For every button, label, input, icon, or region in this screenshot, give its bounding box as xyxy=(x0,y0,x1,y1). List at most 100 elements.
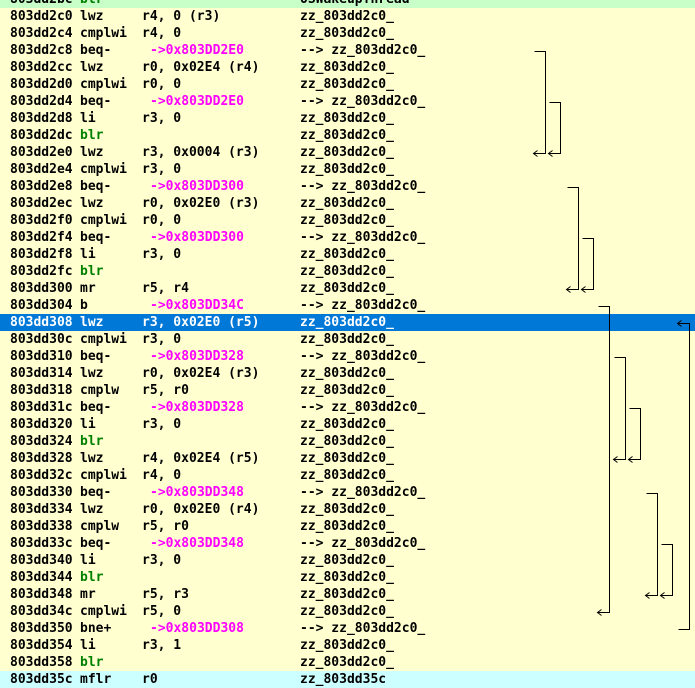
symbol-cell: zz_803dd2c0_ xyxy=(300,26,394,41)
symbol-cell: zz_803dd2c0_ xyxy=(300,128,394,143)
address-cell: 803dd328 xyxy=(10,451,73,466)
symbol-cell: zz_803dd2c0_ xyxy=(300,451,394,466)
instruction-row[interactable]: 803dd328 lwz r4, 0x02E4 (r5) zz_803dd2c0_ xyxy=(0,450,695,467)
branch-target-cell[interactable]: ->0x803DD328 xyxy=(150,400,244,415)
mnemonic-cell: cmplw xyxy=(80,519,120,534)
address-cell: 803dd2c0 xyxy=(10,9,73,24)
operands-cell: r5, r0 xyxy=(142,519,189,534)
mnemonic-cell: beq- xyxy=(80,536,112,551)
branch-target-cell[interactable]: ->0x803DD348 xyxy=(150,485,244,500)
operands-cell: r4, 0 xyxy=(142,26,182,41)
branch-target-cell[interactable]: ->0x803DD328 xyxy=(150,349,244,364)
mnemonic-cell: blr xyxy=(80,128,104,143)
operands-cell: r3, 0 xyxy=(142,111,182,126)
mnemonic-cell: lwz xyxy=(80,196,104,211)
branch-target-cell[interactable]: ->0x803DD308 xyxy=(150,621,244,636)
address-cell: 803dd35c xyxy=(10,672,73,687)
mnemonic-cell: beq- xyxy=(80,43,112,58)
instruction-row[interactable]: 803dd2c4 cmplwi r4, 0 zz_803dd2c0_ xyxy=(0,25,695,42)
mnemonic-cell: beq- xyxy=(80,485,112,500)
address-cell: 803dd340 xyxy=(10,553,73,568)
address-cell: 803dd30c xyxy=(10,332,73,347)
address-cell: 803dd310 xyxy=(10,349,73,364)
branch-target-cell[interactable]: ->0x803DD300 xyxy=(150,179,244,194)
branch-target-cell[interactable]: ->0x803DD2E0 xyxy=(150,94,244,109)
symbol-cell: zz_803dd2c0_ xyxy=(300,570,394,585)
symbol-cell: zz_803dd2c0_ xyxy=(300,587,394,602)
branch-target-cell[interactable]: ->0x803DD34C xyxy=(150,298,244,313)
symbol-cell: --> zz_803dd2c0_ xyxy=(300,179,426,194)
mnemonic-cell: beq- xyxy=(80,230,112,245)
symbol-cell: zz_803dd2c0_ xyxy=(300,196,394,211)
operands-cell: r4, 0x02E4 (r5) xyxy=(142,451,260,466)
mnemonic-cell: mflr xyxy=(80,672,112,687)
instruction-row[interactable]: 803dd35c mflr r0 zz_803dd35c xyxy=(0,671,695,688)
symbol-cell: zz_803dd35c xyxy=(300,672,387,687)
symbol-cell: zz_803dd2c0_ xyxy=(300,315,394,330)
branch-target-cell[interactable]: ->0x803DD2E0 xyxy=(150,43,244,58)
mnemonic-cell: beq- xyxy=(80,400,112,415)
mnemonic-cell: blr xyxy=(80,655,104,670)
mnemonic-cell: cmplwi xyxy=(80,26,127,41)
address-cell: 803dd2c4 xyxy=(10,26,73,41)
branch-target-cell[interactable]: ->0x803DD300 xyxy=(150,230,244,245)
mnemonic-cell: blr xyxy=(80,0,103,8)
mnemonic-cell: lwz xyxy=(80,451,104,466)
address-cell: 803dd358 xyxy=(10,655,73,670)
symbol-cell: --> zz_803dd2c0_ xyxy=(300,298,426,313)
symbol-cell: zz_803dd2c0_ xyxy=(300,213,394,228)
mnemonic-cell: bne+ xyxy=(80,621,112,636)
address-cell: 803dd314 xyxy=(10,366,73,381)
mnemonic-cell: cmplwi xyxy=(80,468,127,483)
instruction-row[interactable]: 803dd2bcblrOSWakeupThread xyxy=(0,0,695,8)
operands-cell: r3, 0x02E0 (r5) xyxy=(142,315,260,330)
operands-cell: r0 xyxy=(142,672,158,687)
address-cell: 803dd344 xyxy=(10,570,73,585)
operands-cell: r3, 0x0004 (r3) xyxy=(142,145,260,160)
operands-cell: r0, 0x02E0 (r3) xyxy=(142,196,260,211)
mnemonic-cell: lwz xyxy=(80,9,104,24)
address-cell: 803dd318 xyxy=(10,383,73,398)
branch-target-cell[interactable]: ->0x803DD348 xyxy=(150,536,244,551)
symbol-cell: zz_803dd2c0_ xyxy=(300,281,394,296)
address-cell: 803dd304 xyxy=(10,298,73,313)
